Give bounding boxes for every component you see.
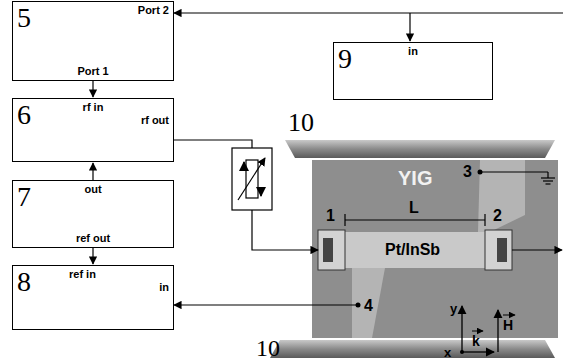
instrument-box: 5 Port 2 Port 1 — [12, 1, 174, 81]
instrument-box: 7 out ref out — [12, 180, 174, 248]
contact-lead — [478, 160, 525, 232]
dimension-line — [484, 214, 485, 226]
ground-symbol — [546, 183, 551, 184]
part-label: x — [444, 346, 451, 359]
part-label: H — [503, 318, 513, 332]
part-label: y — [450, 302, 457, 315]
axis-arrow — [461, 306, 462, 352]
ground-symbol — [547, 172, 548, 178]
part-label: L — [409, 200, 419, 216]
attenuator-symbol — [243, 162, 245, 168]
ground-symbol — [541, 177, 555, 178]
instrument-box: 8 ref in in — [12, 265, 174, 330]
wire — [512, 249, 562, 250]
callout-number: 10 — [288, 110, 314, 136]
signal-connector — [92, 81, 93, 97]
callout-number: 1 — [326, 208, 335, 224]
port-name: Port 1 — [77, 66, 108, 77]
callout-number: 4 — [364, 298, 373, 314]
port-name: in — [408, 46, 418, 57]
attenuator-symbol — [238, 158, 265, 200]
antenna-contact — [323, 238, 333, 262]
axis-origin — [460, 350, 464, 354]
callout-number: 8 — [17, 268, 31, 296]
vector-overarrow — [472, 331, 483, 332]
dimension-line — [345, 219, 485, 220]
callout-number: 2 — [493, 208, 502, 224]
sample-photo — [312, 160, 558, 338]
part-label: YIG — [398, 168, 432, 188]
part-label: Pt/InSb — [385, 242, 440, 258]
attenuator-symbol — [232, 148, 272, 210]
callout-number: 7 — [17, 183, 31, 211]
antenna-contact — [485, 230, 512, 270]
dimension-line — [344, 214, 345, 226]
magnet-pole — [285, 140, 555, 158]
port-name: Port 2 — [138, 5, 169, 16]
signal-connector — [92, 248, 93, 264]
contact-dot — [356, 303, 361, 308]
antenna-contact — [497, 238, 507, 262]
instrument-box: 6 rf in rf out — [12, 98, 174, 162]
ground-symbol — [543, 180, 553, 181]
port-name: rf out — [141, 115, 169, 126]
callout-number: 9 — [338, 45, 352, 73]
field-arrow — [497, 310, 498, 352]
wire — [174, 12, 563, 13]
part-label: k — [472, 334, 480, 348]
wire — [409, 13, 410, 41]
wire — [480, 171, 548, 172]
instrument-box: 9 in — [333, 42, 493, 100]
port-name: out — [84, 184, 101, 195]
port-name: ref out — [76, 233, 110, 244]
port-name: in — [159, 282, 169, 293]
port-name: ref in — [69, 269, 96, 280]
callout-number: 3 — [463, 164, 472, 180]
callout-number: 10 — [256, 336, 280, 360]
magnet-pole — [270, 340, 555, 358]
wire — [172, 140, 252, 148]
port-name: rf in — [83, 102, 104, 113]
contact-lead — [352, 268, 385, 338]
attenuator-symbol — [260, 190, 262, 196]
wire — [252, 210, 318, 250]
antenna-contact — [318, 230, 345, 270]
callout-number: 6 — [17, 101, 31, 129]
callout-number: 5 — [17, 4, 31, 32]
wave-vector-arrow — [462, 351, 494, 352]
signal-connector — [92, 163, 93, 180]
wire — [174, 304, 356, 305]
film-strip — [345, 232, 485, 268]
vector-overarrow — [503, 315, 515, 316]
